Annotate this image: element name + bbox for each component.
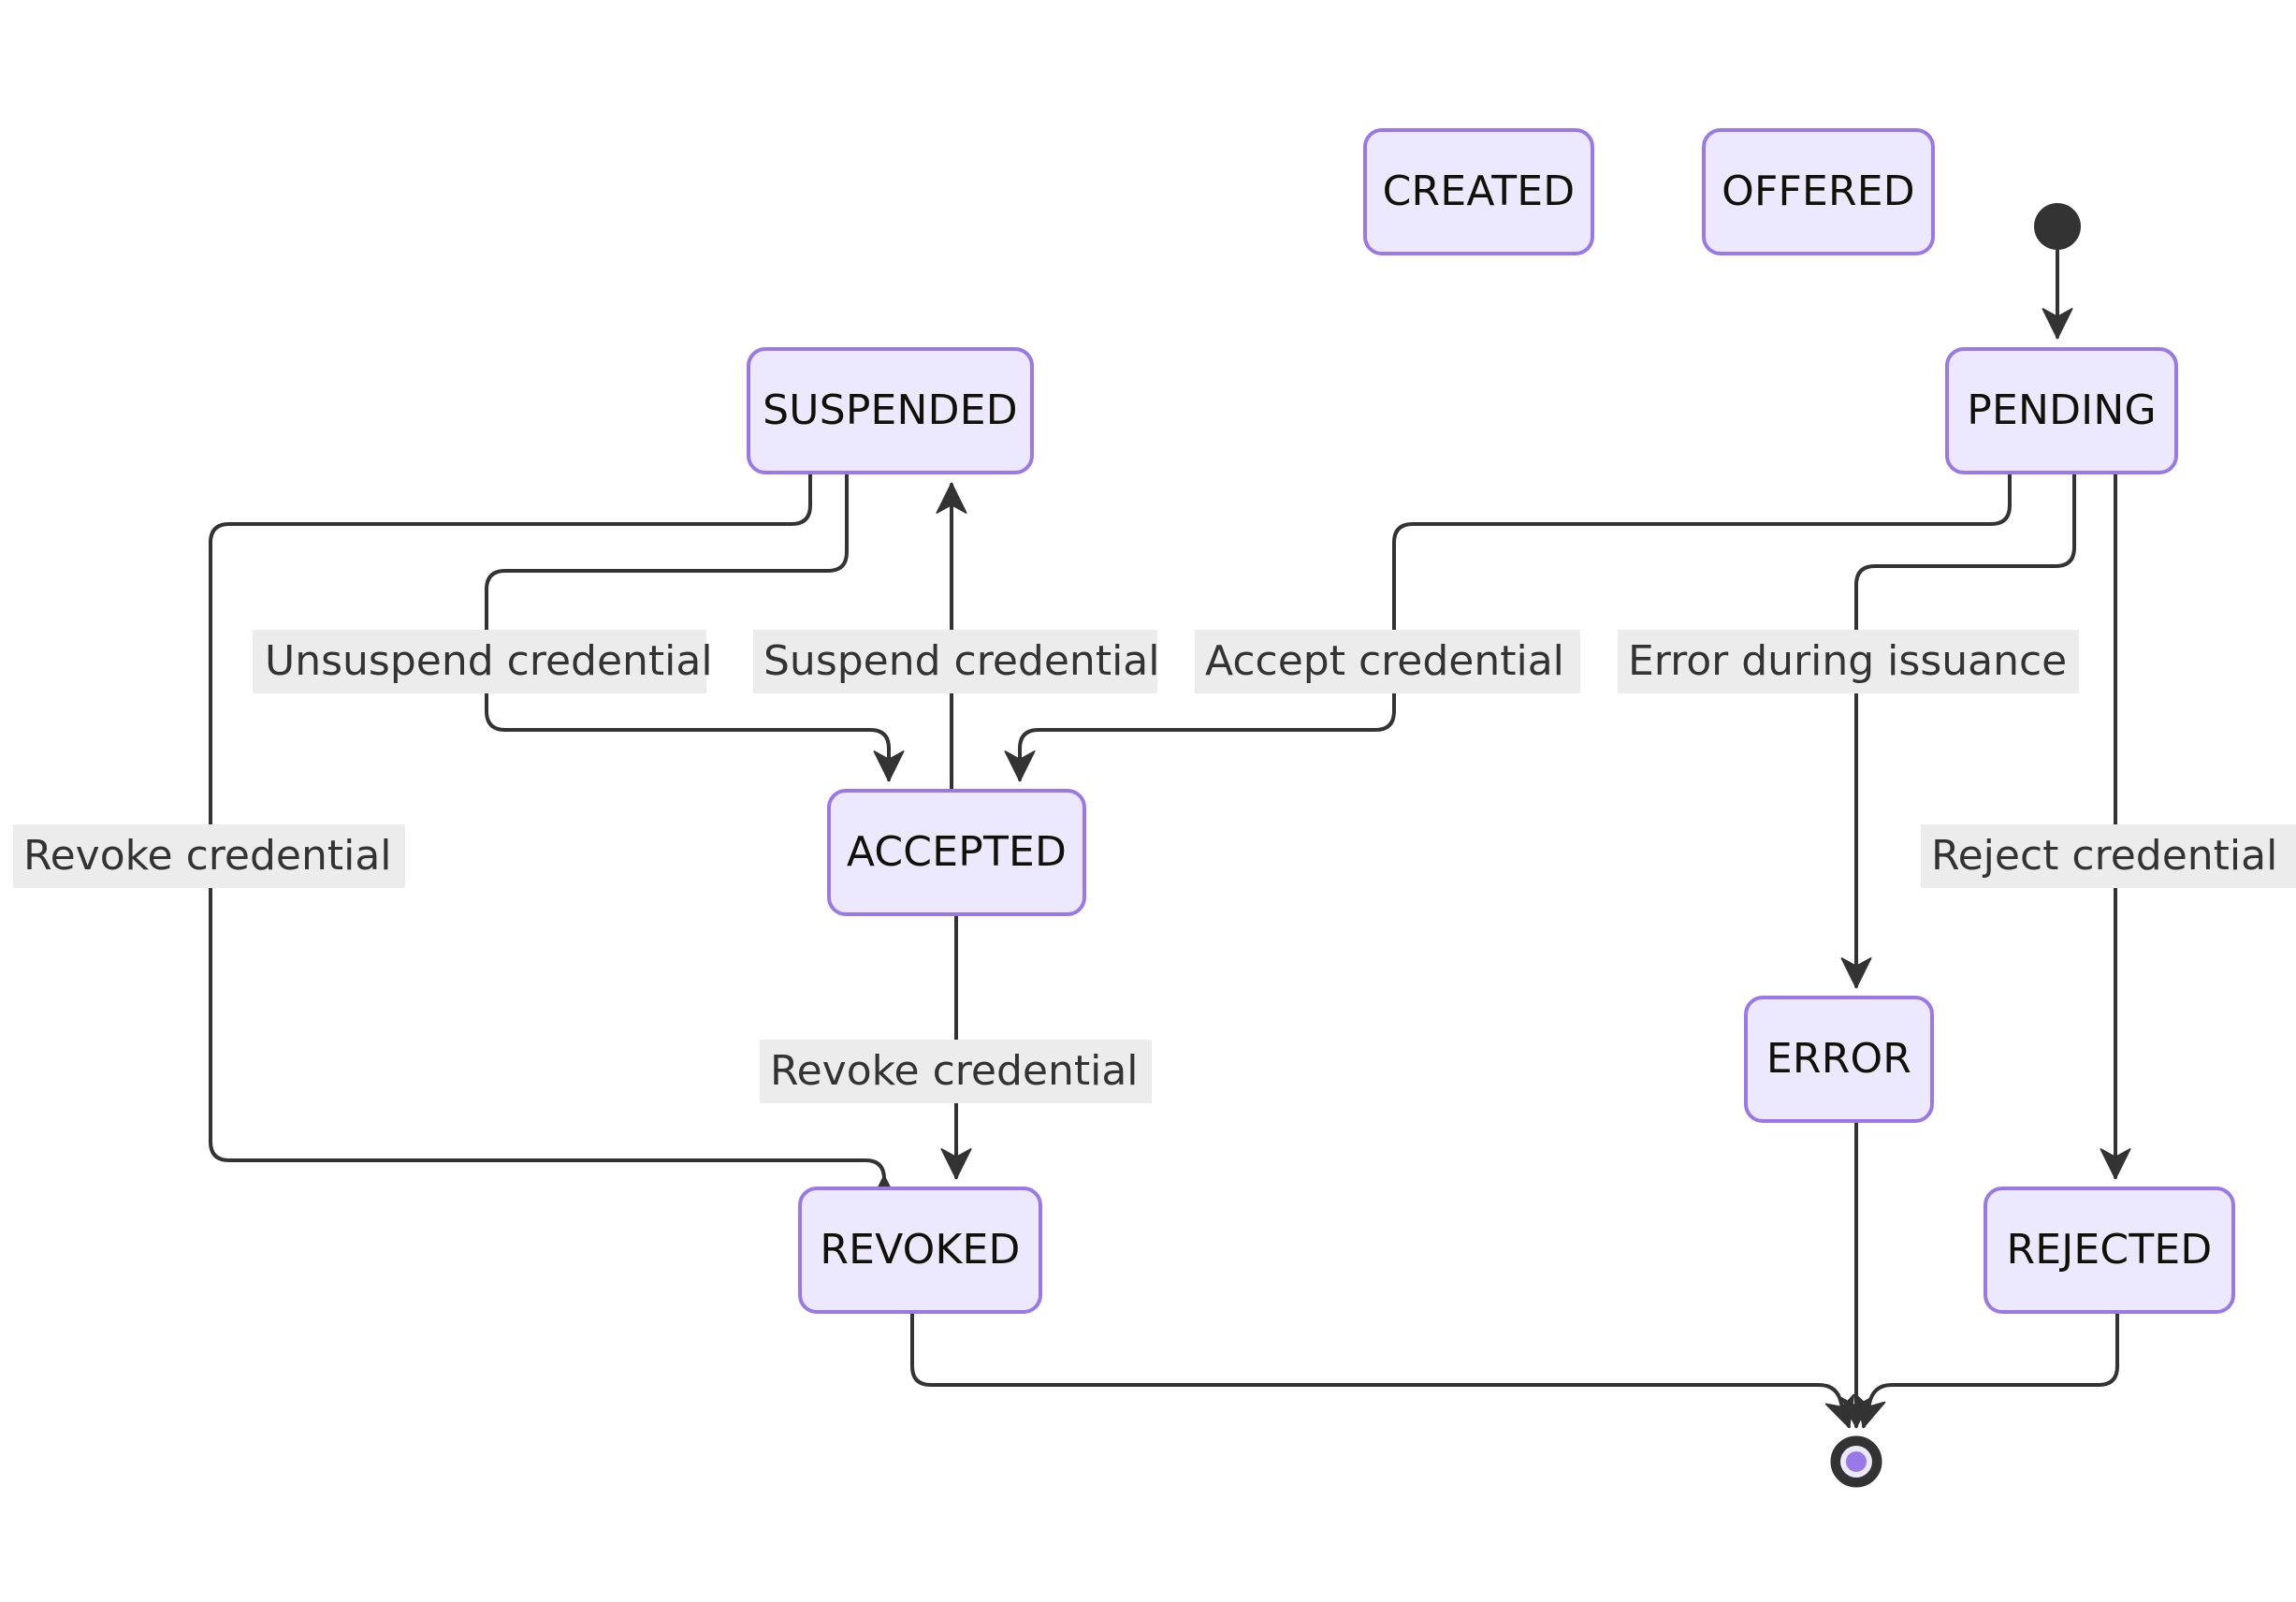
edge-label-revoke-credential-left: Revoke credential bbox=[13, 824, 405, 888]
state-node-error-box[interactable] bbox=[1744, 996, 1934, 1123]
edge-label-suspend-credential-text: Suspend credential bbox=[763, 637, 1159, 685]
state-node-offered-label: OFFERED bbox=[1722, 167, 1915, 215]
edge-label-accept-credential: Accept credential bbox=[1195, 630, 1580, 693]
state-node-revoked-label: REVOKED bbox=[820, 1226, 1020, 1274]
state-node-pending[interactable]: PENDING bbox=[1945, 347, 2178, 474]
state-node-created-label: CREATED bbox=[1383, 167, 1576, 215]
state-node-created[interactable]: CREATED bbox=[1363, 128, 1594, 255]
edge-label-revoke-credential-left-text: Revoke credential bbox=[23, 832, 392, 880]
end-state-marker bbox=[1830, 1435, 1882, 1488]
state-node-offered-box[interactable] bbox=[1702, 128, 1935, 255]
state-node-suspended-label: SUSPENDED bbox=[763, 386, 1018, 434]
state-node-rejected-label: REJECTED bbox=[2006, 1226, 2212, 1274]
state-node-revoked-box[interactable] bbox=[798, 1187, 1042, 1314]
state-node-error-label: ERROR bbox=[1766, 1035, 1911, 1083]
edge-label-suspend-credential: Suspend credential bbox=[753, 630, 1159, 693]
edge-label-error-during-issuance-text: Error during issuance bbox=[1628, 637, 2067, 685]
state-node-rejected-box[interactable] bbox=[1984, 1187, 2235, 1314]
markers-layer bbox=[1830, 203, 2081, 1488]
edge-label-reject-credential: Reject credential bbox=[1921, 824, 2296, 888]
edge-label-revoke-credential-middle: Revoke credential bbox=[760, 1040, 1152, 1103]
state-node-revoked[interactable]: REVOKED bbox=[798, 1187, 1042, 1314]
edge-label-reject-credential-text: Reject credential bbox=[1931, 832, 2277, 880]
state-node-accepted[interactable]: ACCEPTED bbox=[827, 789, 1086, 916]
edge-label-unsuspend-credential: Unsuspend credential bbox=[253, 630, 713, 693]
state-node-offered[interactable]: OFFERED bbox=[1702, 128, 1935, 255]
edge-label-unsuspend-credential-text: Unsuspend credential bbox=[265, 637, 713, 685]
edge-pending-to-error bbox=[1840, 471, 2076, 989]
state-node-suspended[interactable]: SUSPENDED bbox=[747, 347, 1034, 474]
edge-label-revoke-credential-middle-text: Revoke credential bbox=[770, 1047, 1139, 1095]
edge-suspended-to-accepted bbox=[485, 471, 905, 782]
state-node-suspended-box[interactable] bbox=[747, 347, 1034, 474]
state-node-pending-box[interactable] bbox=[1945, 347, 2178, 474]
state-node-rejected[interactable]: REJECTED bbox=[1984, 1187, 2235, 1314]
state-node-accepted-box[interactable] bbox=[827, 789, 1086, 916]
state-node-error[interactable]: ERROR bbox=[1744, 996, 1934, 1123]
edge-pending-to-accepted bbox=[1004, 471, 2012, 782]
state-node-pending-label: PENDING bbox=[1967, 386, 2157, 434]
state-node-created-box[interactable] bbox=[1363, 128, 1594, 255]
edges-layer bbox=[209, 249, 2131, 1429]
edge-labels-layer: Unsuspend credential Suspend credential … bbox=[13, 630, 2296, 1103]
edge-revoked-to-end bbox=[910, 1310, 1855, 1429]
edge-label-error-during-issuance: Error during issuance bbox=[1618, 630, 2079, 693]
edge-rejected-to-end bbox=[1855, 1310, 2119, 1429]
state-node-accepted-label: ACCEPTED bbox=[847, 828, 1067, 876]
edge-label-accept-credential-text: Accept credential bbox=[1205, 637, 1564, 685]
nodes-layer: CREATED OFFERED PENDING SUSPENDED ACCEPT… bbox=[747, 128, 2235, 1314]
start-state-marker bbox=[2034, 203, 2081, 250]
